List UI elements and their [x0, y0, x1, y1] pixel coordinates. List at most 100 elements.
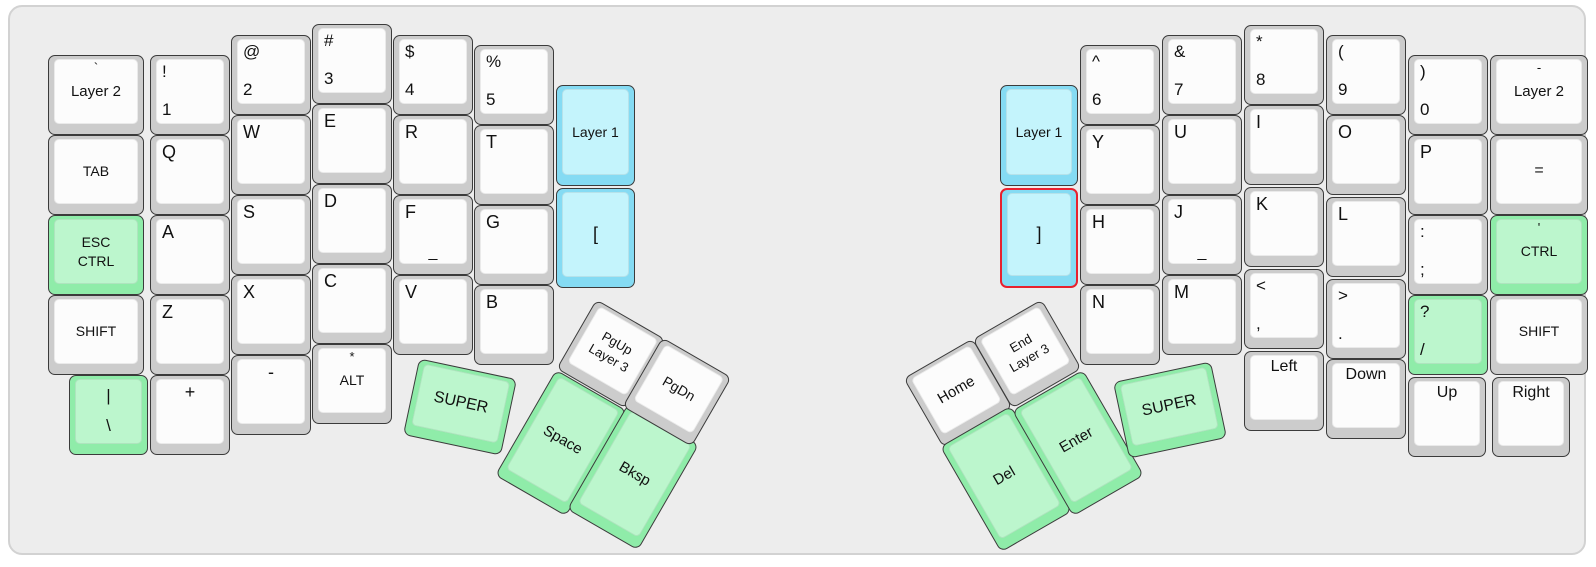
key-x[interactable]: X: [231, 275, 311, 355]
key-minus-left[interactable]: -: [231, 355, 311, 435]
keycap-top: *8: [1250, 29, 1318, 94]
key-f[interactable]: F_: [393, 195, 473, 275]
key-backtick-layer2[interactable]: `Layer 2: [48, 55, 144, 135]
key-layer1-right[interactable]: Layer 1: [1000, 85, 1078, 186]
key-label: Layer 1: [1015, 123, 1063, 140]
key-up[interactable]: Up: [1408, 377, 1486, 457]
key-w[interactable]: W: [231, 115, 311, 195]
key-label: \: [106, 416, 111, 435]
key-label: J: [1174, 202, 1183, 222]
key-2[interactable]: @2: [231, 35, 311, 115]
key-t[interactable]: T: [474, 125, 554, 205]
key-k[interactable]: K: [1244, 187, 1324, 267]
keycap-top: K: [1250, 191, 1318, 256]
key-shift-left[interactable]: SHIFT: [48, 295, 144, 375]
key-super-right[interactable]: SUPER: [1112, 361, 1228, 459]
key-label: 8: [1256, 70, 1266, 89]
key-rbracket[interactable]: ]: [1000, 188, 1078, 288]
key-5[interactable]: %5: [474, 45, 554, 125]
key-label: !: [162, 62, 167, 81]
key-label: Home: [934, 372, 978, 408]
key-j[interactable]: J_: [1162, 195, 1242, 275]
key-c[interactable]: C: [312, 264, 392, 344]
keycap-top: #3: [318, 28, 386, 93]
key-r[interactable]: R: [393, 115, 473, 195]
key-gt-period[interactable]: >.: [1326, 279, 1406, 359]
key-label: TAB: [82, 163, 110, 180]
key-label: 3: [324, 69, 334, 88]
key-4[interactable]: $4: [393, 35, 473, 115]
key-i[interactable]: I: [1244, 105, 1324, 185]
key-9[interactable]: (9: [1326, 35, 1406, 115]
key-question-slash[interactable]: ?/: [1408, 295, 1488, 375]
key-3[interactable]: #3: [312, 24, 392, 104]
key-colon-semicolon[interactable]: :;: [1408, 215, 1488, 295]
key-legend-group: SHIFT: [1497, 300, 1581, 363]
key-u[interactable]: U: [1162, 115, 1242, 195]
keycap-top: Layer 1: [1006, 89, 1072, 175]
key-label: C: [324, 271, 337, 291]
key-lbracket[interactable]: [: [556, 188, 635, 288]
key-down[interactable]: Down: [1326, 359, 1406, 439]
key-a[interactable]: A: [150, 215, 230, 295]
key-label: E: [324, 111, 337, 131]
key-left[interactable]: Left: [1244, 351, 1324, 431]
key-legend-group: ]: [1008, 194, 1070, 275]
key-layer1-left[interactable]: Layer 1: [556, 85, 635, 186]
key-b[interactable]: B: [474, 285, 554, 365]
key-label: SUPER: [1140, 391, 1198, 420]
key-m[interactable]: M: [1162, 275, 1242, 355]
key-d[interactable]: D: [312, 184, 392, 264]
key-8[interactable]: *8: [1244, 25, 1324, 105]
key-s[interactable]: S: [231, 195, 311, 275]
key-equals[interactable]: =: [1490, 135, 1588, 215]
keycap-top: TAB: [54, 139, 138, 204]
key-0[interactable]: )0: [1408, 55, 1488, 135]
key-7[interactable]: &7: [1162, 35, 1242, 115]
keycap-top: E: [318, 108, 386, 173]
key-label: =: [1534, 162, 1544, 180]
key-label: Layer 2: [70, 82, 122, 100]
key-o[interactable]: O: [1326, 115, 1406, 195]
key-label: F: [405, 202, 416, 222]
key-label: Down: [1345, 366, 1387, 383]
key-p[interactable]: P: [1408, 135, 1488, 215]
key-label: I: [1256, 112, 1262, 132]
key-l[interactable]: L: [1326, 197, 1406, 277]
key-label: Space: [540, 421, 586, 458]
key-lt-comma[interactable]: <,: [1244, 269, 1324, 349]
key-6[interactable]: ^6: [1080, 45, 1160, 125]
key-q[interactable]: Q: [150, 135, 230, 215]
key-e[interactable]: E: [312, 104, 392, 184]
key-label: |: [106, 386, 111, 405]
key-label: %: [486, 52, 502, 71]
key-pipe-backslash[interactable]: |\: [69, 375, 148, 455]
key-shift-right[interactable]: SHIFT: [1490, 295, 1588, 375]
key-label: Z: [162, 302, 173, 322]
key-label: O: [1338, 122, 1353, 142]
key-tab[interactable]: TAB: [48, 135, 144, 215]
key-plus[interactable]: +: [150, 375, 230, 455]
key-label: ;: [1420, 260, 1425, 279]
key-minus-layer2[interactable]: -Layer 2: [1490, 55, 1588, 135]
key-h[interactable]: H: [1080, 205, 1160, 285]
keycap-top: )0: [1414, 59, 1482, 124]
key-label: +: [184, 382, 196, 402]
key-label: @: [243, 42, 261, 61]
key-star-alt[interactable]: *ALT: [312, 344, 392, 424]
keycap-top: %5: [480, 49, 548, 114]
key-g[interactable]: G: [474, 205, 554, 285]
key-v[interactable]: V: [393, 275, 473, 355]
key-z[interactable]: Z: [150, 295, 230, 375]
key-n[interactable]: N: [1080, 285, 1160, 365]
keycap-top: SUPER: [1119, 366, 1219, 447]
key-legend-group: =: [1497, 140, 1581, 203]
keycap-top: Q: [156, 139, 224, 204]
key-right[interactable]: Right: [1492, 377, 1570, 457]
key-quote-ctrl[interactable]: 'CTRL: [1490, 215, 1588, 295]
key-y[interactable]: Y: [1080, 125, 1160, 205]
key-super-left[interactable]: SUPER: [402, 358, 518, 456]
key-1[interactable]: !1: [150, 55, 230, 135]
